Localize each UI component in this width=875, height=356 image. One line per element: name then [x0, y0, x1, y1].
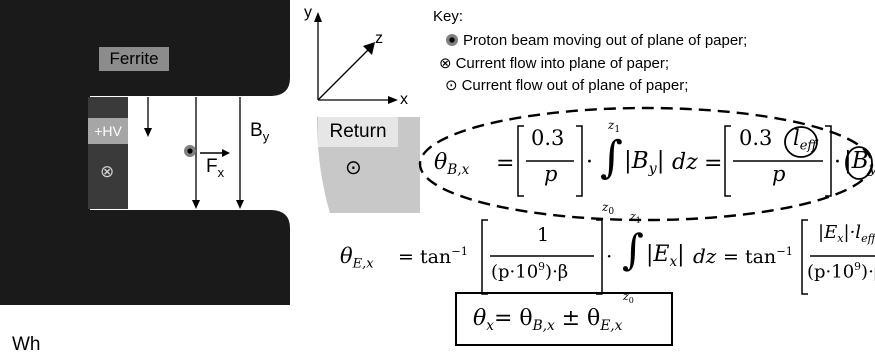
z-axis-line — [317, 49, 369, 101]
current-out-icon: ⊙ — [445, 77, 458, 94]
hv-electrode — [88, 97, 128, 209]
theta-b-p: p — [544, 162, 558, 186]
current-into-symbol: ⊗ — [100, 162, 114, 182]
ferrite-label-box: Ferrite — [99, 47, 169, 71]
field-label-sub: y — [262, 129, 270, 144]
theta-b-coef: 0.3 — [531, 126, 565, 150]
current-out-symbol: ⊙ — [345, 155, 362, 180]
field-arrowhead-2 — [192, 200, 200, 209]
theta-e-int: ∫ — [622, 225, 644, 274]
theta-b-dz: dz — [672, 150, 698, 175]
theta-e-dz: dz — [693, 244, 717, 268]
hv-label-box: +HV — [88, 118, 128, 144]
theta-b-int: ∫ — [600, 132, 623, 183]
theta-e-abse: |Ex| — [646, 242, 685, 270]
bracket-2 — [724, 125, 832, 197]
theta-e-upper: z1 — [630, 210, 641, 225]
x-axis-arrowhead — [388, 96, 398, 104]
theta-b-leff: leff — [793, 126, 817, 154]
field-arrowhead-3 — [236, 200, 244, 209]
bracket-4 — [801, 219, 875, 295]
circle-b — [845, 146, 873, 180]
key-item-current-out-text: Current flow out of plane of paper; — [461, 77, 689, 94]
field-arrows — [144, 97, 244, 209]
theta-e-num2: |Ex|·leff — [818, 222, 875, 245]
equation-theta-total-box: θx= θB,x ± θE,x — [455, 292, 673, 346]
theta-e-eq2: = tan−1 — [723, 244, 793, 268]
theta-e-num: 1 — [537, 224, 550, 246]
theta-b-p2: p — [772, 162, 786, 186]
current-out-icon: ⊙ — [345, 157, 362, 179]
theta-e-den: (p·109)·β — [491, 260, 569, 283]
key-item-current-out: ⊙Current flow out of plane of paper; — [445, 76, 688, 94]
magnet-diagram: Ferrite +HV ⊗ Return ⊙ Fx By y z x — [0, 0, 420, 356]
hv-label: +HV — [94, 123, 122, 139]
force-label: Fx — [206, 156, 224, 180]
key-item-current-into-text: Current flow into plane of paper; — [455, 55, 670, 72]
theta-b-eq2: = — [704, 151, 723, 176]
theta-e-lhs: θE,x — [340, 244, 374, 272]
theta-b-dot2: · — [834, 150, 841, 175]
return-label-box: Return — [318, 117, 398, 147]
bracket-1 — [517, 125, 583, 197]
key-item-beam: Proton beam moving out of plane of paper… — [445, 32, 747, 49]
theta-b-coef2: 0.3 — [739, 126, 773, 150]
key-item-beam-text: Proton beam moving out of plane of paper… — [463, 32, 748, 49]
equation-theta-b: θB,x = 0.3 p · z1 ∫ z0 |By| dz = 0.3 lef… — [434, 118, 875, 218]
key-title: Key: — [433, 8, 464, 25]
axis-label-z: z — [375, 30, 383, 47]
field-label: By — [250, 120, 269, 144]
theta-e-lower: z0 — [623, 290, 634, 305]
theta-b-absb: |By| — [624, 148, 665, 177]
force-label-main: F — [206, 156, 218, 177]
return-label: Return — [329, 121, 387, 142]
ferrite-label: Ferrite — [109, 49, 159, 68]
theta-b-lower: z0 — [602, 200, 615, 217]
z-axis-arrowhead — [363, 42, 375, 55]
theta-e-eq: = tan−1 — [398, 244, 468, 268]
ferrite-yoke — [0, 0, 290, 305]
force-arrowhead — [222, 149, 230, 157]
coordinate-axes — [314, 12, 398, 104]
axis-label-y: y — [304, 4, 312, 21]
theta-b-lhs: θB,x — [434, 150, 470, 178]
theta-b-eq: = — [496, 151, 515, 176]
theta-e-dot: · — [606, 244, 613, 268]
theta-b-upper: z1 — [608, 118, 621, 135]
theta-total-text: θx= θB,x ± θE,x — [473, 306, 623, 334]
theta-b-dot: · — [586, 150, 593, 175]
y-axis-arrowhead — [314, 12, 322, 22]
key-item-current-into: ⊗Current flow into plane of paper; — [439, 54, 669, 72]
force-label-sub: x — [217, 165, 225, 180]
beam-dot-center — [187, 148, 193, 154]
footer-partial-text: Wh — [12, 334, 41, 355]
current-into-icon: ⊗ — [100, 162, 115, 181]
field-label-main: B — [250, 120, 263, 141]
field-arrowhead-1 — [144, 128, 152, 137]
beam-dot-icon — [446, 34, 458, 46]
axis-label-x: x — [400, 91, 408, 108]
theta-e-den2: (p·109)·β — [807, 260, 875, 283]
equation-theta-e: θE,x = tan−1 1 (p·109)·β · z1 ∫ z0 |Ex| … — [340, 210, 875, 314]
bracket-3 — [481, 219, 603, 295]
current-into-icon: ⊗ — [439, 55, 452, 72]
